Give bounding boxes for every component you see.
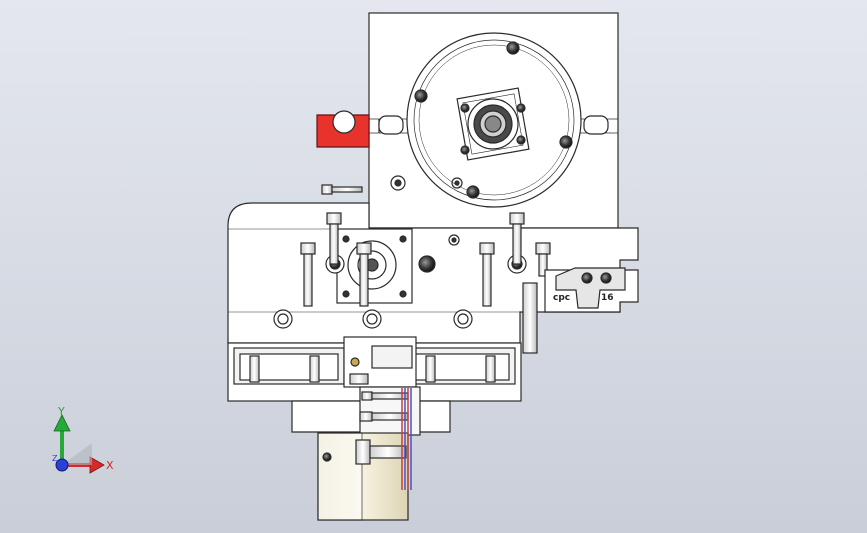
axis-label-z: Z (52, 454, 58, 463)
loose-screw (321, 184, 363, 195)
linear-guide (544, 267, 639, 313)
axis-plane-shade (62, 443, 92, 465)
motor-wires (401, 388, 412, 490)
center-hub (456, 87, 530, 161)
engraving-right: 16 (601, 293, 614, 303)
motor-mount-plate (336, 228, 413, 304)
axis-triad: Y X Z (52, 405, 114, 474)
side-pins (378, 115, 609, 135)
stepper-motor (317, 432, 409, 521)
cap-screws (300, 212, 551, 354)
coupling-area (343, 336, 417, 388)
red-clamp (316, 110, 370, 148)
axis-label-y: Y (57, 405, 65, 418)
z-axis-dot (55, 458, 69, 472)
engraving-left: cpc (553, 293, 570, 303)
axis-label-x: X (106, 459, 114, 472)
